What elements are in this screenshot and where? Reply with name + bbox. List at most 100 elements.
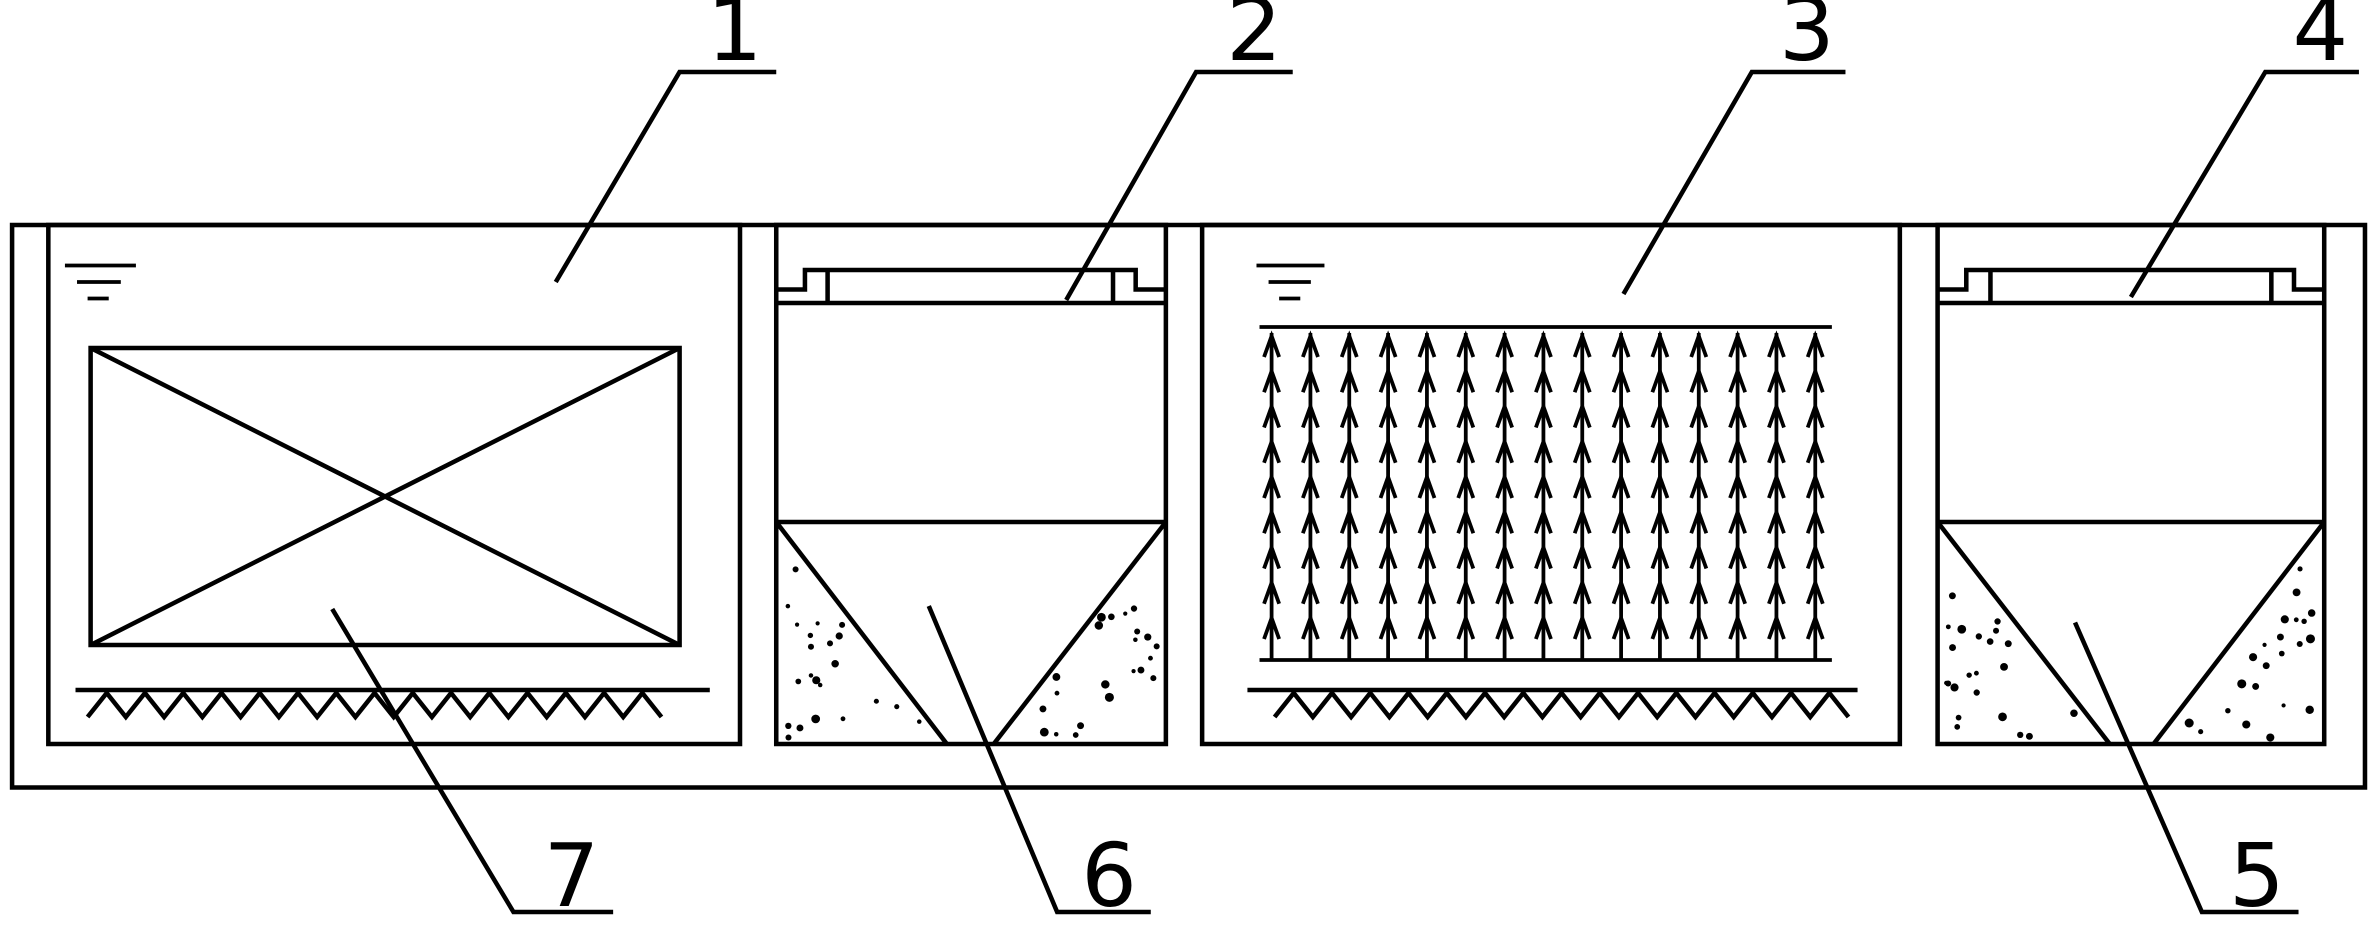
packing-arrow <box>1728 506 1747 534</box>
sludge-particle <box>2004 640 2012 648</box>
packing-arrow <box>1456 400 1476 429</box>
label-5: 5 <box>2229 825 2285 927</box>
sludge-particle <box>2293 617 2299 623</box>
sludge-particle <box>1054 690 1060 696</box>
packing-arrow <box>1262 436 1281 464</box>
sludge-particle <box>795 678 802 685</box>
packing-arrow <box>1534 400 1553 429</box>
sludge-particle <box>1052 673 1061 681</box>
packing-arrow <box>1339 577 1359 605</box>
packing-arrow <box>1378 330 1398 358</box>
sludge-particle <box>812 676 821 685</box>
packing-arrow <box>1728 612 1747 640</box>
packing-arrow <box>1301 330 1320 358</box>
sludge-particle <box>2262 662 2270 670</box>
packing-filler-icon <box>1259 325 1832 662</box>
sludge-particle <box>1955 714 1962 721</box>
packing-arrow <box>1495 400 1514 429</box>
packing-arrow <box>1611 577 1631 605</box>
sludge-particle <box>1077 722 1085 730</box>
sludge-particle <box>1994 618 2001 625</box>
packing-arrow <box>1495 471 1514 499</box>
packing-arrow <box>1689 330 1709 358</box>
weir-2 <box>776 267 1166 306</box>
water-level-icon <box>1256 263 1325 301</box>
aerator-icon <box>75 687 710 721</box>
sludge-particle <box>1039 727 1049 737</box>
packing-arrow <box>1456 471 1476 499</box>
sludge-particle <box>839 621 846 628</box>
packing-arrow <box>1767 471 1786 499</box>
packing-arrow <box>1262 330 1281 358</box>
packing-arrow <box>1728 365 1747 393</box>
chamber-3 <box>1199 222 1903 747</box>
packing-arrow <box>1611 471 1631 499</box>
packing-arrow <box>1728 436 1747 464</box>
packing-arrow <box>1262 400 1281 429</box>
aerator-zigzag <box>85 689 664 721</box>
packing-arrow <box>1456 612 1476 640</box>
water-level-icon <box>64 263 136 301</box>
packing-arrow <box>1378 436 1398 464</box>
packing-arrow <box>1378 506 1398 534</box>
sludge-particle <box>815 621 820 626</box>
sludge-particle <box>2281 703 2286 708</box>
packing-arrow <box>1456 365 1476 393</box>
packing-arrow <box>1495 330 1514 358</box>
sludge-particle <box>1948 592 1956 600</box>
packing-arrow <box>1456 506 1476 534</box>
packing-arrow <box>1689 577 1709 605</box>
packing-arrow <box>1456 577 1476 605</box>
packing-arrow <box>1689 400 1709 429</box>
packing-arrow <box>1689 506 1709 534</box>
packing-arrow <box>1339 365 1359 393</box>
packing-arrow <box>1262 577 1281 605</box>
sludge-particle <box>2292 588 2301 597</box>
packing-arrow <box>1572 436 1592 464</box>
sludge-particle <box>1130 605 1138 612</box>
sludge-particle <box>1973 670 1979 676</box>
packing-arrow <box>1767 330 1786 358</box>
sludge-particle <box>1949 644 1957 652</box>
sludge-particle <box>807 643 814 650</box>
sludge-particle <box>2070 709 2078 717</box>
sludge-particle <box>2198 729 2204 735</box>
packing-arrow <box>1534 506 1553 534</box>
sludge-particle <box>2280 615 2289 624</box>
packing-arrow <box>1417 436 1437 464</box>
sludge-particle <box>785 722 792 729</box>
chamber-2 <box>773 222 1169 747</box>
packing-arrow <box>1339 471 1359 499</box>
packing-arrow <box>1417 577 1437 605</box>
packing-arrow <box>1572 612 1592 640</box>
hopper-2 <box>774 519 1168 746</box>
packing-arrow <box>1650 471 1670 499</box>
sludge-particle <box>1950 683 1959 692</box>
leader-6 <box>926 605 1151 915</box>
packing-arrow <box>1495 365 1514 393</box>
packing-arrow <box>1572 541 1592 570</box>
sludge-particle <box>1945 624 1951 630</box>
sludge-particle <box>840 716 846 722</box>
packing-arrow <box>1572 400 1592 429</box>
sludge-particle <box>811 714 821 724</box>
packing-arrow <box>1378 612 1398 640</box>
sludge-particle <box>826 640 834 647</box>
sludge-particle <box>1053 732 1059 737</box>
aerator-zigzag <box>1272 689 1851 721</box>
sludge-particle <box>817 682 823 688</box>
label-1: 1 <box>707 0 763 81</box>
sludge-particle <box>2017 731 2024 738</box>
sludge-particle <box>808 673 814 678</box>
leader-7 <box>330 607 614 915</box>
sludge-particle <box>1108 613 1115 621</box>
packing-box <box>88 345 682 648</box>
chamber-4 <box>1935 222 2327 747</box>
sludge-particle <box>2025 732 2033 740</box>
packing-arrow <box>1456 541 1476 570</box>
packing-arrow <box>1378 400 1398 429</box>
sludge-particle <box>2000 663 2008 671</box>
packing-arrow <box>1728 400 1747 429</box>
packing-arrow <box>1534 365 1553 393</box>
sludge-particle <box>1153 643 1160 650</box>
